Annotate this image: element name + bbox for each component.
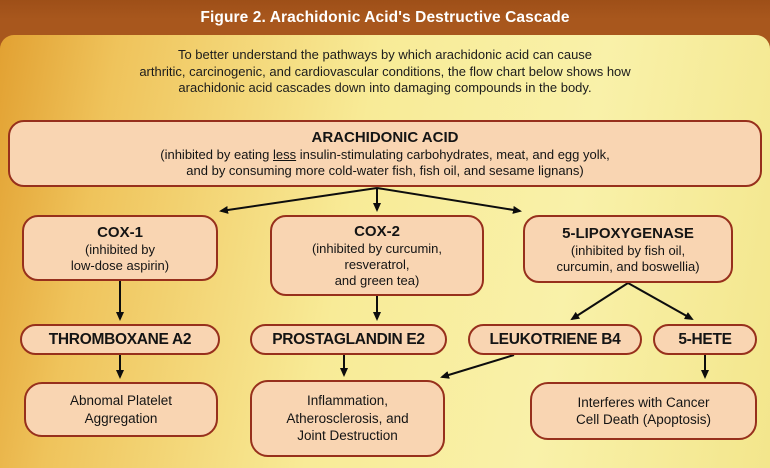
node-title: COX-1 [97,223,143,241]
node-cox-1: COX-1 (inhibited by low-dose aspirin) [22,215,218,281]
node-thromboxane-a2: THROMBOXANE A2 [20,324,220,355]
arrow-leukotriene-to-inflammation [440,354,515,379]
node-title: LEUKOTRIENE B4 [489,331,621,348]
arrow-arachidonic-to-lipoxygenase [376,187,522,214]
node-title: 5-HETE [678,331,732,348]
node-cox-2: COX-2 (inhibited by curcumin, resveratro… [270,215,484,296]
node-cancer-cell-death: Interferes with Cancer Cell Death (Apopt… [530,382,757,440]
node-inflammation-atherosclerosis: Inflammation, Atherosclerosis, and Joint… [250,380,445,457]
node-subtitle: (inhibited by fish oil, curcumin, and bo… [556,242,700,274]
node-subtitle-line-1: (inhibited by eating less insulin-stimul… [160,147,609,163]
node-subtitle-line-2: and by consuming more cold-water fish, f… [186,163,584,178]
node-title: COX-2 [354,223,400,240]
arrow-lipoxygenase-to-hete [627,282,694,320]
node-text: Abnomal Platelet Aggregation [69,393,173,426]
figure-title-bar: Figure 2. Arachidonic Acid's Destructive… [0,0,770,35]
subtitle-prefix: (inhibited by eating [160,147,273,162]
node-title: THROMBOXANE A2 [48,331,192,348]
subtitle-underlined-word: less [273,147,297,162]
intro-line-2: arthritic, carcinogenic, and cardiovascu… [139,63,631,79]
subtitle-suffix: insulin-stimulating carbohydrates, meat,… [296,147,610,162]
node-title: PROSTAGLANDIN E2 [272,331,425,348]
flowchart-canvas: To better understand the pathways by whi… [0,35,770,468]
node-text: Inflammation, Atherosclerosis, and Joint… [286,393,409,444]
node-title: 5-LIPOXYGENASE [562,224,694,242]
node-subtitle: (inhibited by low-dose aspirin) [70,241,170,273]
node-text: Interferes with Cancer Cell Death (Apopt… [575,394,712,428]
intro-line-1: To better understand the pathways by whi… [177,47,593,62]
intro-text: To better understand the pathways by whi… [0,47,770,97]
node-title: ARACHIDONIC ACID [311,129,459,146]
arrow-arachidonic-to-cox1 [219,187,378,214]
node-5-hete: 5-HETE [653,324,757,355]
node-abnormal-platelet-aggregation: Abnomal Platelet Aggregation [24,382,218,437]
node-leukotriene-b4: LEUKOTRIENE B4 [468,324,642,355]
arrow-lipoxygenase-to-leukotriene [570,282,629,321]
node-subtitle: (inhibited by curcumin, resveratrol, and… [311,241,443,288]
intro-line-3: arachidonic acid cascades down into dama… [178,80,592,95]
node-5-lipoxygenase: 5-LIPOXYGENASE (inhibited by fish oil, c… [523,215,733,283]
node-prostaglandin-e2: PROSTAGLANDIN E2 [250,324,447,355]
node-arachidonic-acid: ARACHIDONIC ACID (inhibited by eating le… [8,120,762,187]
figure-title: Figure 2. Arachidonic Acid's Destructive… [200,8,570,26]
